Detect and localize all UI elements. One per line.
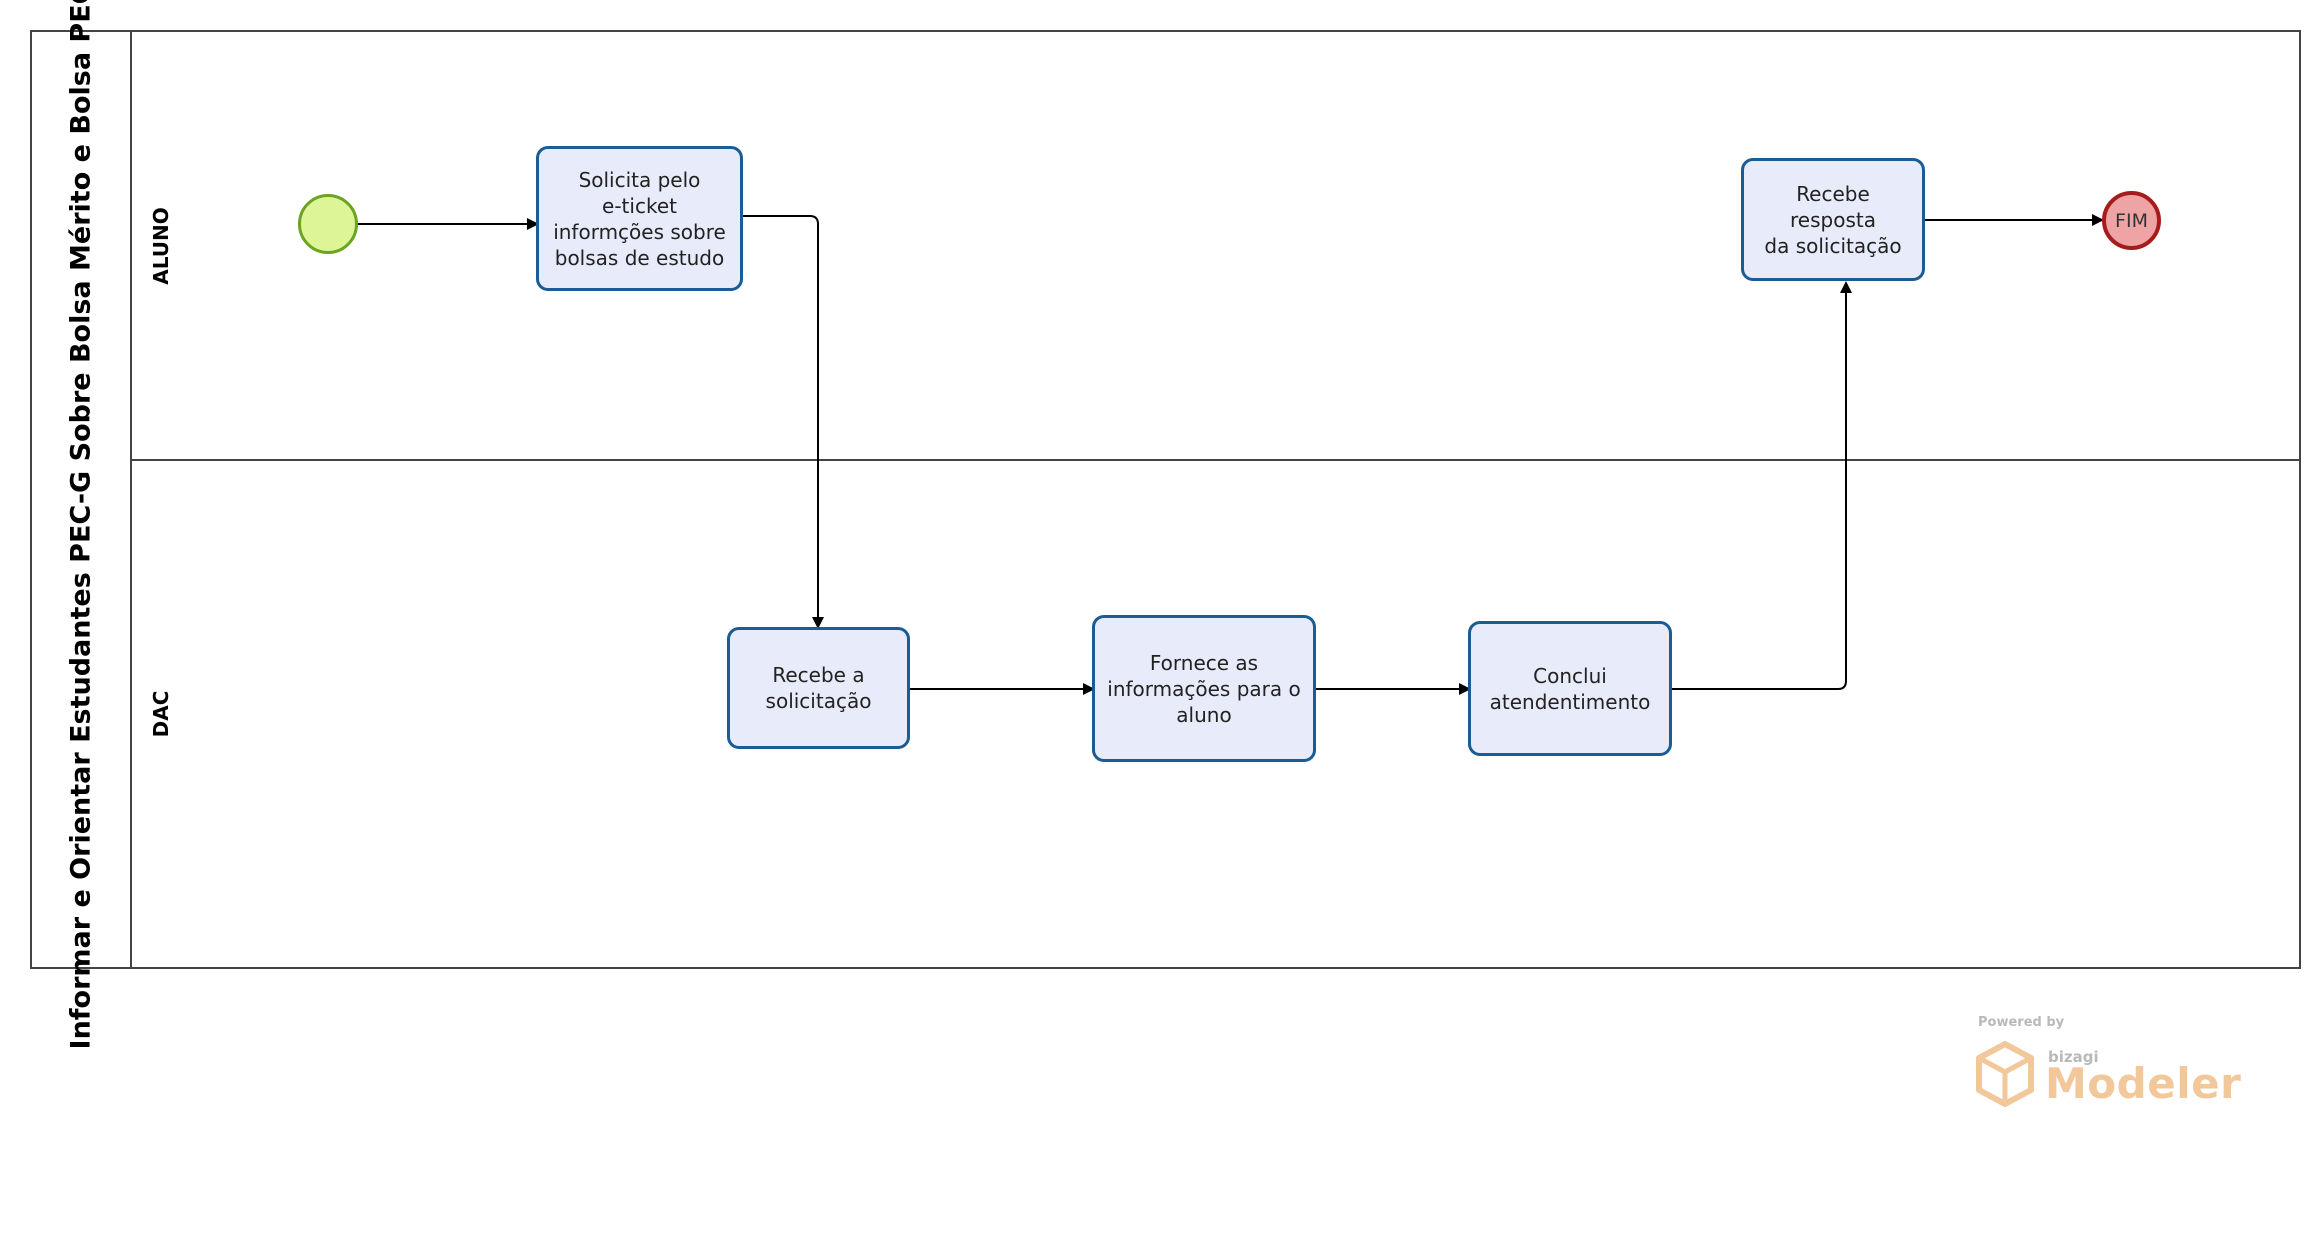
task-recebe-solicitacao-line: Recebe a bbox=[772, 663, 865, 687]
task-solicita-line: informções sobre bbox=[553, 219, 726, 244]
task-fornece[interactable]: Fornece as informações para o aluno bbox=[1092, 615, 1316, 762]
bizagi-modeler-logo: Powered by bizagi Modeler bbox=[1975, 1015, 2241, 1115]
task-recebe-resposta-line: da solicitação bbox=[1764, 233, 1902, 258]
task-fornece-line: aluno bbox=[1176, 702, 1232, 727]
task-recebe-solicitacao[interactable]: Recebe a solicitação bbox=[727, 627, 910, 749]
task-solicita-line: Solicita pelo bbox=[578, 167, 701, 192]
task-fornece-line: informações para o bbox=[1107, 676, 1301, 701]
logo-brand: bizagi bbox=[2048, 1048, 2099, 1066]
start-event[interactable] bbox=[298, 194, 358, 254]
end-event[interactable]: FIM bbox=[2102, 191, 2161, 250]
pool-title: Informar e Orientar Estudantes PEC-G Sob… bbox=[31, 0, 131, 1049]
lane-label-aluno: ALUNO bbox=[131, 31, 191, 460]
end-event-label: FIM bbox=[2115, 209, 2148, 232]
pool-border bbox=[30, 30, 2301, 969]
task-conclui[interactable]: Conclui atendentimento bbox=[1468, 621, 1672, 756]
task-fornece-line: Fornece as bbox=[1149, 650, 1259, 675]
lane-label-aluno-text: ALUNO bbox=[149, 206, 173, 285]
flow-solicita-to-recebe[interactable] bbox=[742, 215, 824, 629]
logo-product: Modeler bbox=[2045, 1059, 2242, 1108]
task-solicita[interactable]: Solicita pelo e-ticket informções sobre … bbox=[536, 146, 743, 291]
bizagi-cube-icon bbox=[1976, 1041, 2034, 1107]
task-recebe-solicitacao-line: solicitação bbox=[765, 689, 872, 713]
task-solicita-line: e-ticket bbox=[602, 193, 677, 218]
pool-title-text: Informar e Orientar Estudantes PEC-G Sob… bbox=[65, 0, 97, 1049]
task-recebe-resposta[interactable]: Recebe resposta da solicitação bbox=[1741, 158, 1925, 281]
lane-label-dac: DAC bbox=[131, 460, 191, 968]
task-recebe-resposta-line: Recebe resposta bbox=[1790, 181, 1876, 232]
task-conclui-line: Conclui bbox=[1533, 663, 1607, 688]
flow-conclui-to-recebe-resposta[interactable] bbox=[1671, 281, 1852, 690]
task-conclui-line: atendentimento bbox=[1489, 689, 1651, 714]
task-solicita-line: bolsas de estudo bbox=[554, 245, 725, 270]
lane-label-dac-text: DAC bbox=[149, 690, 173, 738]
logo-powered-by: Powered by bbox=[1978, 1015, 2065, 1030]
